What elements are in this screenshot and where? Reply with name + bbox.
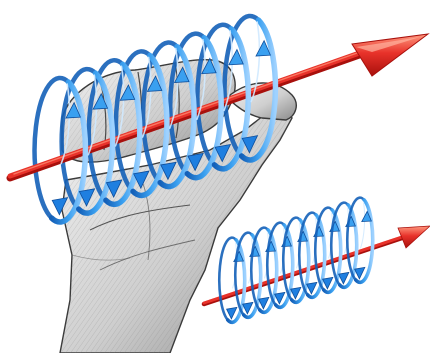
field-lines-small <box>219 198 372 323</box>
field-arrowhead <box>227 307 237 318</box>
field-arrowhead <box>323 277 333 288</box>
field-arrowhead <box>291 287 301 298</box>
arrow-head <box>398 226 430 248</box>
arrow-head <box>352 34 428 76</box>
field-arrowhead <box>243 302 253 313</box>
field-arrowhead <box>275 292 285 303</box>
field-arrowhead <box>307 282 317 293</box>
field-arrowhead <box>339 272 349 283</box>
field-arrowhead <box>355 267 365 278</box>
field-arrowhead <box>259 297 269 308</box>
